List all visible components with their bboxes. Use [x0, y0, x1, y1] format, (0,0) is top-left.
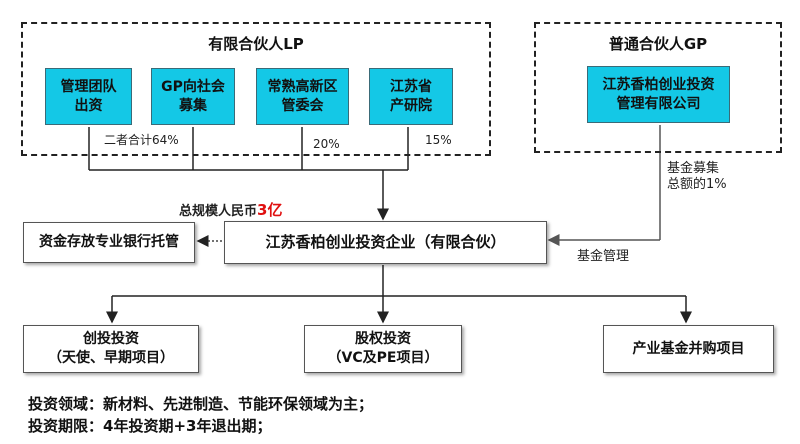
custody-label: 资金存放专业银行托管	[39, 234, 179, 250]
investment-label: 产业基金并购项目	[632, 340, 745, 357]
lp-box-label: GP向社会 募集	[161, 78, 225, 114]
total-scale-prefix: 总规模人民币	[179, 204, 258, 219]
share-20-label: 20%	[313, 137, 340, 151]
venture-investment-box: 创投投资 （天使、早期项目）	[23, 325, 199, 373]
gp-box: 江苏香柏创业投资 管理有限公司	[587, 66, 730, 123]
gp-box-label: 江苏香柏创业投资 管理有限公司	[602, 76, 715, 112]
lp-box-label: 管理团队 出资	[60, 78, 117, 114]
lp-box-jiangsu: 江苏省 产研院	[369, 68, 453, 125]
total-scale-label: 总规模人民币3亿	[179, 188, 283, 220]
lp-group-title: 有限合伙人LP	[208, 35, 304, 53]
custody-box: 资金存放专业银行托管	[23, 222, 195, 263]
share-15-label: 15%	[425, 133, 452, 147]
lp-box-gp-public: GP向社会 募集	[151, 68, 235, 125]
equity-investment-box: 股权投资 （VC及PE项目）	[304, 325, 462, 373]
investment-label: 股权投资 （VC及PE项目）	[327, 331, 439, 366]
gp-group-title: 普通合伙人GP	[608, 35, 708, 53]
fund-management-label: 基金管理	[577, 249, 630, 264]
lp-box-label: 常熟高新区 管委会	[267, 78, 338, 114]
combined-share-label: 二者合计64%	[104, 133, 179, 147]
lp-box-label: 江苏省 产研院	[390, 78, 432, 114]
gp-group	[534, 22, 782, 153]
total-scale-value: 3亿	[257, 201, 283, 219]
gp-share-label: 基金募集 总额的1%	[667, 161, 727, 192]
fund-entity-label: 江苏香柏创业投资企业（有限合伙）	[265, 233, 506, 251]
lp-box-changshu: 常熟高新区 管委会	[256, 68, 349, 125]
investment-field-note: 投资领域：新材料、先进制造、节能环保领域为主；	[28, 395, 374, 413]
lp-group	[21, 22, 491, 156]
industry-fund-box: 产业基金并购项目	[603, 325, 774, 373]
investment-label: 创投投资 （天使、早期项目）	[48, 331, 174, 366]
investment-period-note: 投资期限：4年投资期+3年退出期；	[28, 417, 272, 435]
lp-box-management-team: 管理团队 出资	[45, 68, 132, 125]
fund-entity-box: 江苏香柏创业投资企业（有限合伙）	[224, 221, 547, 264]
